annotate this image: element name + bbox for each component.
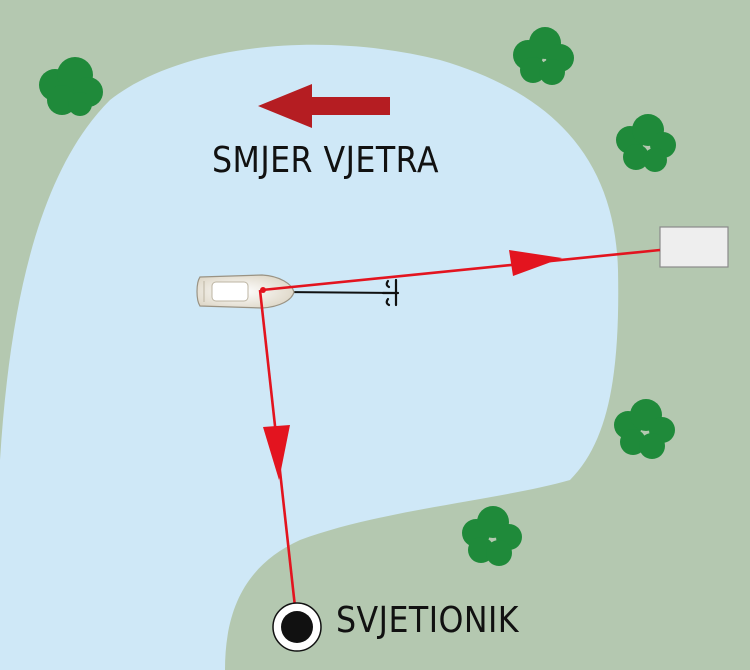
- lighthouse-icon: [272, 602, 322, 652]
- anchor-icon: [381, 278, 400, 307]
- wind-direction-label: SMJER VJETRA: [212, 140, 439, 181]
- lighthouse-label: SVJETIONIK: [336, 600, 519, 641]
- tree-icon: [39, 57, 103, 116]
- tree-icon: [616, 114, 676, 172]
- anchor-chain: [281, 291, 397, 294]
- tree-icon: [513, 27, 574, 85]
- bearing-line-to-building: [261, 248, 661, 292]
- bay-water: [0, 44, 619, 670]
- tree-icon: [462, 506, 522, 566]
- arrow-left-icon: [258, 84, 390, 128]
- tree-icon: [614, 399, 675, 459]
- building-icon: [659, 226, 729, 268]
- bearing-arrow-east: [509, 250, 562, 276]
- bearing-arrow-south: [263, 425, 290, 480]
- boat-icon: [196, 274, 295, 309]
